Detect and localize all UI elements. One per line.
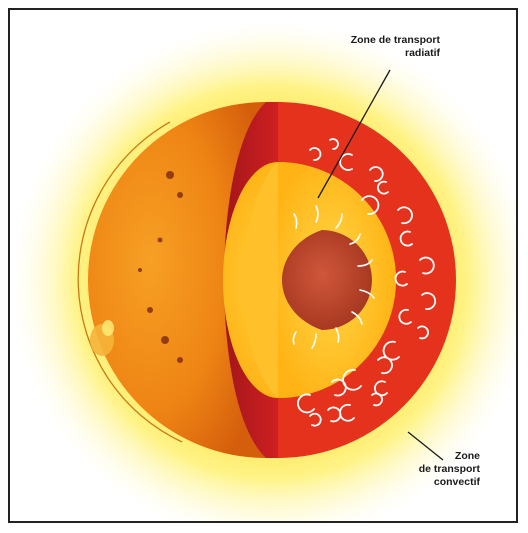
radiative-label-line2: radiatif [320,47,440,60]
convective-label-line3: convectif [390,476,480,489]
convective-label-line1: Zone [390,450,480,463]
convective-zone-label: Zone de transport convectif [390,450,480,489]
radiative-label-line1: Zone de transport [320,34,440,47]
radiative-zone-label: Zone de transport radiatif [320,34,440,60]
convective-label-line2: de transport [390,463,480,476]
sun-cross-section-diagram [10,10,518,523]
diagram-frame: Zone de transport radiatif Zone de trans… [8,8,518,523]
